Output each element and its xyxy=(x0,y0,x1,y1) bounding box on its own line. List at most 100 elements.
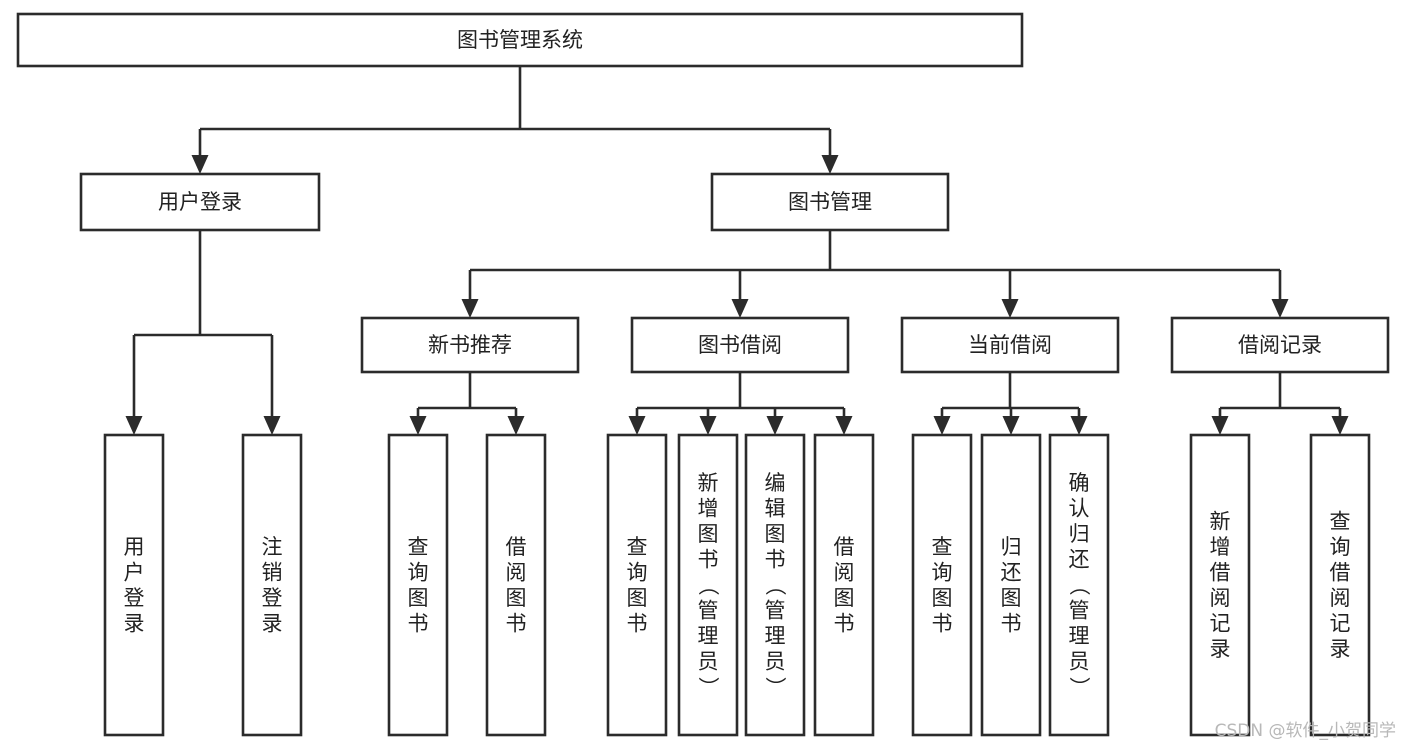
current-borrow-to-leaves-branch-1-arrowhead xyxy=(1002,416,1020,435)
node-box xyxy=(241,433,303,737)
borrow-record-to-leaves-branch-1-arrowhead xyxy=(1331,416,1349,435)
node-box xyxy=(911,433,973,737)
node-label-char: 认 xyxy=(1069,497,1090,521)
node-label-char: 员 xyxy=(698,650,719,674)
node-label-char: 书 xyxy=(932,611,953,635)
bookmanage-to-level2-branch-1-arrowhead xyxy=(731,299,749,318)
node-label-char: 询 xyxy=(932,560,953,584)
node-label-char: 增 xyxy=(698,497,719,521)
node-root-root[interactable]: 图书管理系统 xyxy=(16,12,1024,68)
node-label: 图书管理系统 xyxy=(457,28,583,52)
node-label-char: 阅 xyxy=(1210,586,1231,610)
node-level2-book-borrow[interactable]: 图书借阅 xyxy=(630,316,850,374)
node-label-char: 录 xyxy=(1330,637,1351,661)
node-box xyxy=(710,172,950,232)
new-book-recommend-to-leaves-branch-0-arrowhead xyxy=(409,416,427,435)
node-label-char: 书 xyxy=(627,611,648,635)
node-label-char: 员 xyxy=(765,650,786,674)
node-label-char: ） xyxy=(1067,677,1091,698)
node-label-char: 借 xyxy=(1330,560,1351,584)
node-label-char: 图 xyxy=(765,522,786,546)
node-label-char: 阅 xyxy=(506,560,527,584)
node-label-char: 管 xyxy=(1069,599,1090,623)
node-label-char: 理 xyxy=(1069,624,1090,648)
node-label-char: 书 xyxy=(408,611,429,635)
node-label-char: 记 xyxy=(1330,611,1351,635)
bookmanage-to-level2-branch-2-arrowhead xyxy=(1001,299,1019,318)
node-box xyxy=(813,433,875,737)
node-label-char: （ xyxy=(696,575,720,596)
node-label-char: 确 xyxy=(1069,471,1090,495)
node-box xyxy=(980,433,1042,737)
node-label-char: 还 xyxy=(1069,548,1090,572)
book-borrow-to-leaves-branch-1-arrowhead xyxy=(699,416,717,435)
node-label-char: 查 xyxy=(932,535,953,559)
node-label-char: 理 xyxy=(765,624,786,648)
node-label-char: 图 xyxy=(408,586,429,610)
node-box xyxy=(744,433,806,737)
node-label-char: 图 xyxy=(834,586,855,610)
node-box xyxy=(387,433,449,737)
node-label: 图书管理 xyxy=(788,190,872,214)
node-layer: 图书管理系统用户登录图书管理新书推荐图书借阅当前借阅借阅记录用户登录注销登录查询… xyxy=(16,12,1390,737)
watermark-label: CSDN @软件_小贺同学 xyxy=(1215,721,1396,741)
node-box xyxy=(103,433,165,737)
node-level2-new-book-recommend[interactable]: 新书推荐 xyxy=(360,316,580,374)
node-label-char: 借 xyxy=(506,535,527,559)
node-level2-current-borrow[interactable]: 当前借阅 xyxy=(900,316,1120,374)
root-to-level1-branch-1-arrowhead xyxy=(821,155,839,174)
bookmanage-to-level2-branch-3-arrowhead xyxy=(1271,299,1289,318)
node-label-char: 用 xyxy=(124,535,145,559)
node-label: 新书推荐 xyxy=(428,333,512,357)
node-label-char: 书 xyxy=(1001,611,1022,635)
node-label-char: 图 xyxy=(627,586,648,610)
node-label-char: 登 xyxy=(124,586,145,610)
node-label-char: 管 xyxy=(698,599,719,623)
node-label: 用户登录 xyxy=(158,190,242,214)
node-label-char: 归 xyxy=(1001,535,1022,559)
node-label-char: 阅 xyxy=(1330,586,1351,610)
node-label-char: 图 xyxy=(698,522,719,546)
node-label-char: 归 xyxy=(1069,522,1090,546)
node-label-char: 员 xyxy=(1069,650,1090,674)
node-level1-book-manage[interactable]: 图书管理 xyxy=(710,172,950,232)
node-box xyxy=(677,433,739,737)
node-label-char: 户 xyxy=(124,560,145,584)
node-label-char: 图 xyxy=(1001,586,1022,610)
node-box xyxy=(360,316,580,374)
node-leaf-leaf-user-login[interactable]: 用户登录 xyxy=(103,433,165,737)
node-label-char: 注 xyxy=(262,535,283,559)
node-level2-borrow-record[interactable]: 借阅记录 xyxy=(1170,316,1390,374)
node-label-char: 查 xyxy=(627,535,648,559)
node-box xyxy=(1170,316,1390,374)
node-label-char: 书 xyxy=(506,611,527,635)
node-box xyxy=(630,316,850,374)
node-label-char: 编 xyxy=(765,471,786,495)
node-label-char: 录 xyxy=(124,611,145,635)
userlogin-to-leaves-branch-1-arrowhead xyxy=(263,416,281,435)
node-box xyxy=(606,433,668,737)
node-label-char: 借 xyxy=(834,535,855,559)
node-label-char: 辑 xyxy=(765,497,786,521)
bookmanage-to-level2-branch-0-arrowhead xyxy=(461,299,479,318)
node-box xyxy=(1048,433,1110,737)
node-label-char: 书 xyxy=(765,548,786,572)
node-level1-user-login[interactable]: 用户登录 xyxy=(79,172,321,232)
node-label-char: 图 xyxy=(506,586,527,610)
node-box xyxy=(16,12,1024,68)
node-label-char: 理 xyxy=(698,624,719,648)
